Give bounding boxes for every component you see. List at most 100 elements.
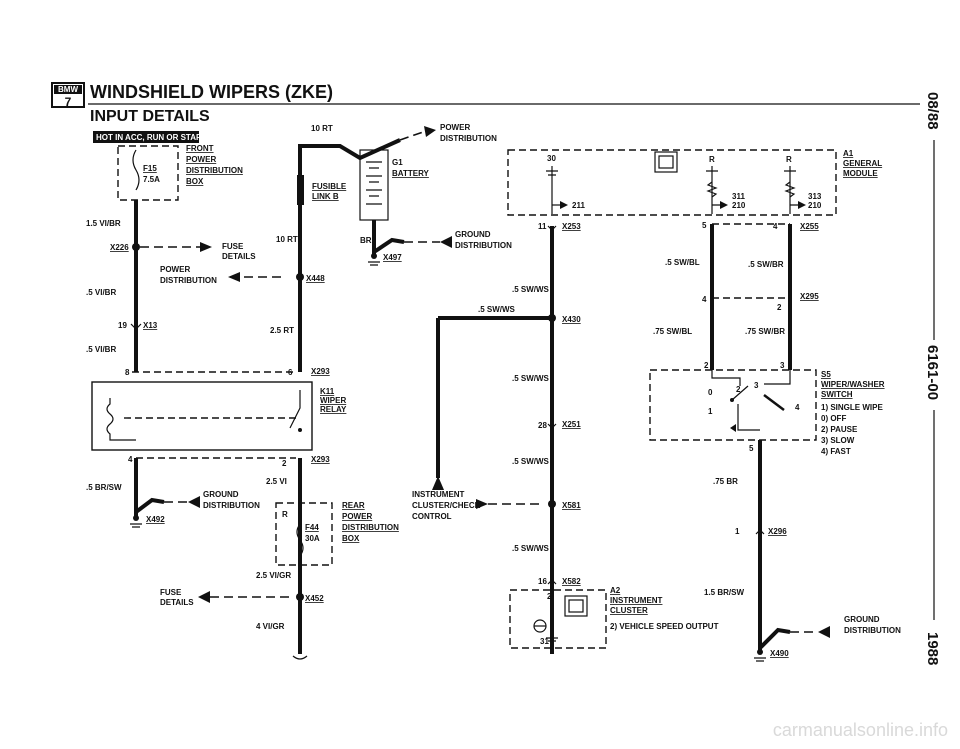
svg-text:X430: X430 (562, 315, 581, 324)
relay-k11-box (91, 381, 313, 451)
svg-text:R: R (709, 155, 715, 164)
svg-text:LINK B: LINK B (312, 192, 339, 201)
svg-text:10 RT: 10 RT (311, 124, 333, 133)
fuse-f15-rating: 7.5A (143, 175, 160, 184)
svg-text:X497: X497 (383, 253, 402, 262)
svg-text:INSTRUMENT: INSTRUMENT (610, 596, 663, 605)
svg-text:INSTRUMENT: INSTRUMENT (412, 490, 465, 499)
svg-text:2) PAUSE: 2) PAUSE (821, 425, 858, 434)
diagram-subtitle: INPUT DETAILS (90, 108, 210, 125)
relay-contact (289, 390, 301, 429)
svg-text:0) OFF: 0) OFF (821, 414, 846, 423)
page-date: 08/88 (924, 92, 941, 130)
svg-text:BMW: BMW (58, 85, 78, 94)
svg-text:3: 3 (780, 361, 785, 370)
svg-text:X255: X255 (800, 222, 819, 231)
svg-text:F44: F44 (305, 523, 319, 532)
svg-text:31: 31 (540, 637, 549, 646)
svg-text:211: 211 (572, 201, 585, 210)
svg-text:K11: K11 (320, 387, 335, 396)
svg-text:1) SINGLE WIPE: 1) SINGLE WIPE (821, 403, 883, 412)
fusible-link-symbol (297, 175, 304, 205)
svg-text:3: 3 (754, 381, 759, 390)
instrument-cluster-box (509, 589, 607, 649)
svg-text:DISTRIBUTION: DISTRIBUTION (342, 523, 399, 532)
svg-text:DETAILS: DETAILS (160, 598, 194, 607)
svg-text:DISTRIBUTION: DISTRIBUTION (844, 626, 901, 635)
svg-text:REAR: REAR (342, 501, 365, 510)
svg-text:X582: X582 (562, 577, 581, 586)
fuse-f15-label: F15 (143, 164, 157, 173)
svg-text:X293: X293 (311, 455, 330, 464)
svg-text:3) SLOW: 3) SLOW (821, 436, 855, 445)
svg-text:POWER: POWER (342, 512, 372, 521)
instrument-icon (564, 595, 588, 617)
svg-text:G1: G1 (392, 158, 403, 167)
svg-text:X448: X448 (306, 274, 325, 283)
svg-text:.5 SW/WS: .5 SW/WS (512, 374, 550, 383)
svg-text:2.5 VI: 2.5 VI (266, 477, 287, 486)
svg-text:.5 SW/WS: .5 SW/WS (512, 285, 550, 294)
svg-text:WIPER/WASHER: WIPER/WASHER (821, 380, 885, 389)
svg-text:SWITCH: SWITCH (821, 390, 853, 399)
svg-text:POWER: POWER (160, 265, 190, 274)
rear-dist-box-outline (275, 502, 333, 566)
svg-text:4: 4 (702, 295, 707, 304)
svg-text:MODULE: MODULE (843, 169, 878, 178)
connector-x448 (296, 273, 304, 281)
svg-text:210: 210 (732, 201, 746, 210)
battery-symbol (359, 149, 389, 221)
svg-text:210: 210 (808, 201, 822, 210)
svg-text:16: 16 (538, 577, 547, 586)
svg-text:5: 5 (749, 444, 754, 453)
svg-text:.75 BR: .75 BR (713, 477, 738, 486)
svg-text:.5 SW/BR: .5 SW/BR (748, 260, 784, 269)
svg-text:2.5 VI/GR: 2.5 VI/GR (256, 571, 291, 580)
svg-text:.5 VI/BR: .5 VI/BR (86, 288, 116, 297)
svg-text:7: 7 (65, 95, 72, 109)
svg-text:DISTRIBUTION: DISTRIBUTION (440, 134, 497, 143)
svg-text:X251: X251 (562, 420, 581, 429)
svg-text:DISTRIBUTION: DISTRIBUTION (455, 241, 512, 250)
svg-text:4: 4 (795, 403, 800, 412)
module-icon (654, 151, 678, 173)
connector-x430 (548, 314, 556, 322)
svg-text:0: 0 (708, 388, 713, 397)
svg-text:FRONT: FRONT (186, 144, 214, 153)
svg-text:2: 2 (777, 303, 782, 312)
svg-text:4: 4 (773, 222, 778, 231)
svg-text:A2: A2 (610, 586, 621, 595)
svg-text:GROUND: GROUND (844, 615, 880, 624)
svg-text:POWER: POWER (440, 123, 470, 132)
svg-text:X293: X293 (311, 367, 330, 376)
wire-switch-pair (710, 224, 792, 370)
watermark: carmanualsonline.info (773, 720, 948, 740)
svg-text:X253: X253 (562, 222, 581, 231)
svg-text:2: 2 (736, 385, 741, 394)
diagram-title: WINDSHIELD WIPERS (ZKE) (90, 82, 333, 102)
svg-text:BR: BR (360, 236, 372, 245)
svg-text:2: 2 (547, 592, 552, 601)
svg-text:X295: X295 (800, 292, 819, 301)
svg-text:2: 2 (282, 459, 287, 468)
svg-text:CONTROL: CONTROL (412, 512, 452, 521)
hot-label: HOT IN ACC, RUN OR START (93, 131, 207, 143)
svg-text:FUSE: FUSE (160, 588, 182, 597)
svg-text:30: 30 (547, 154, 556, 163)
svg-text:A1: A1 (843, 149, 854, 158)
page-code: 6161-00 (924, 345, 941, 400)
svg-text:FUSIBLE: FUSIBLE (312, 182, 347, 191)
svg-text:30A: 30A (305, 534, 320, 543)
svg-text:X296: X296 (768, 527, 787, 536)
svg-text:CLUSTER/CHECK: CLUSTER/CHECK (412, 501, 481, 510)
svg-text:S5: S5 (821, 370, 831, 379)
svg-text:DISTRIBUTION: DISTRIBUTION (160, 276, 217, 285)
svg-text:1.5 VI/BR: 1.5 VI/BR (86, 219, 121, 228)
svg-text:28: 28 (538, 421, 547, 430)
connector-x581 (548, 500, 556, 508)
svg-text:.75 SW/BL: .75 SW/BL (653, 327, 692, 336)
svg-text:DISTRIBUTION: DISTRIBUTION (186, 166, 243, 175)
svg-text:10 RT: 10 RT (276, 235, 298, 244)
svg-text:.5 SW/WS: .5 SW/WS (478, 305, 516, 314)
